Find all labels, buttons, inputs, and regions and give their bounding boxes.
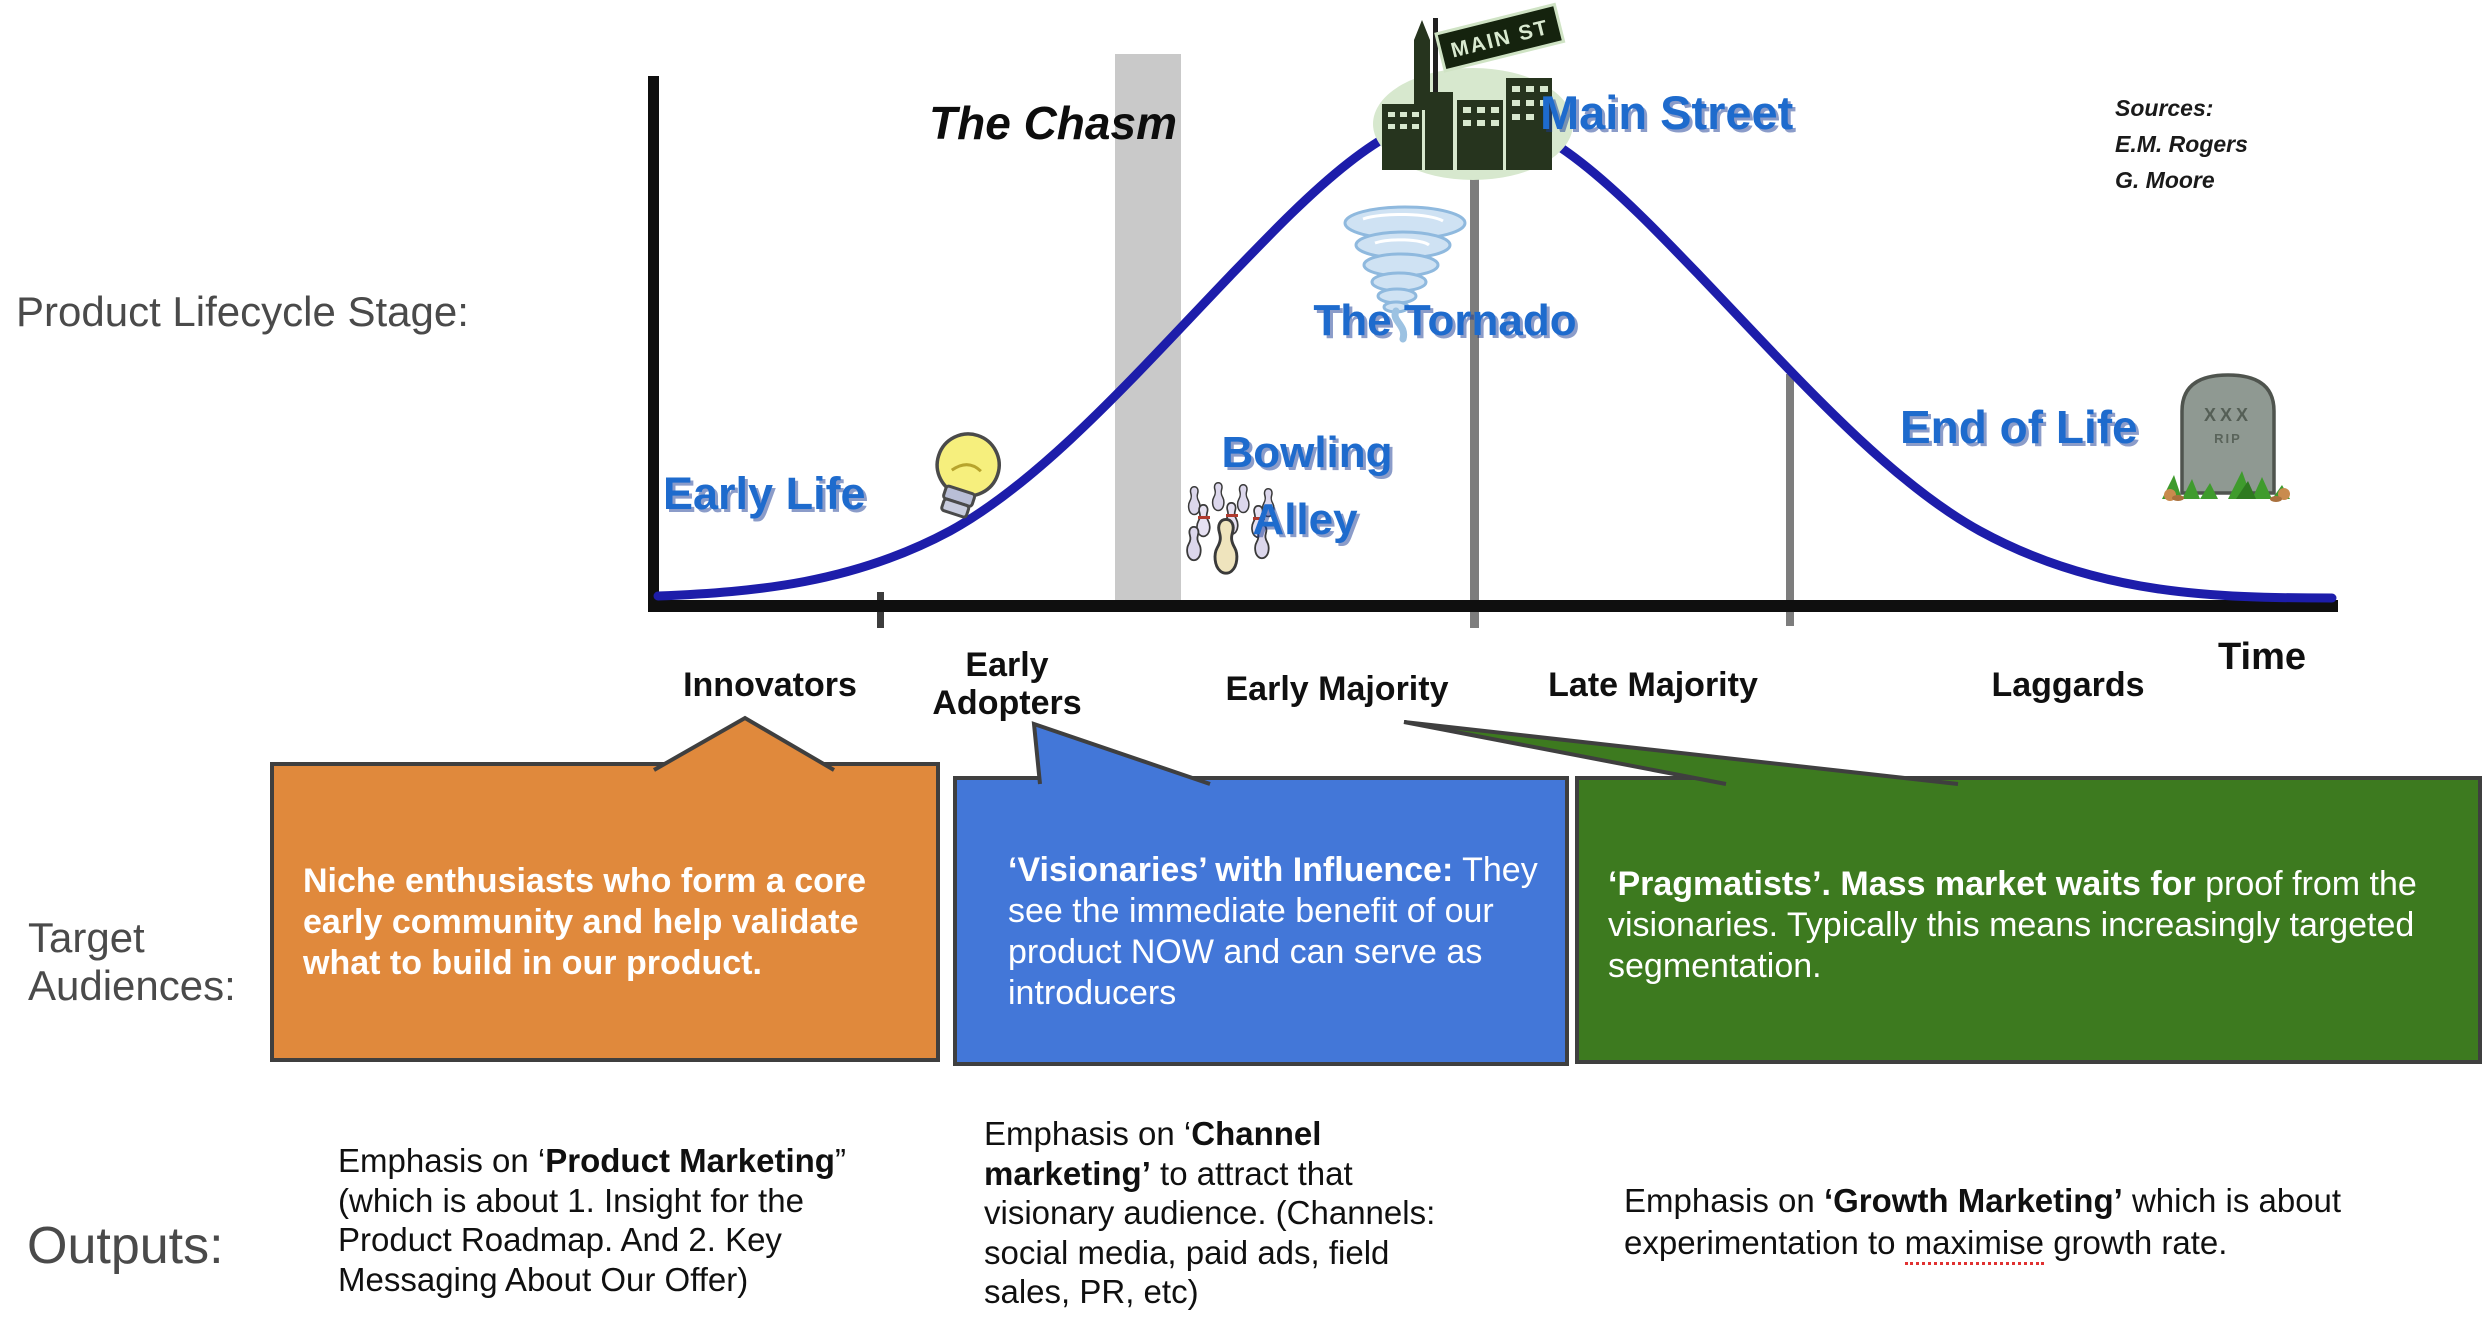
output-channel-pre: Emphasis on ‘ [984,1115,1192,1152]
tornado-icon [1343,205,1467,343]
x-label-time: Time [2217,636,2307,678]
output-channel-marketing: Emphasis on ‘Channel marketing’ to attra… [984,1114,1459,1312]
x-label-laggards: Laggards [1991,666,2145,704]
mainstream-callout-box [1575,776,2482,1064]
output-channel-post: to attract that visionary audience. (Cha… [984,1154,1436,1311]
target-audiences-label: Target Audiences: [28,914,236,1010]
mainstream-callout-text-bold: ‘Pragmatists’. Mass market waits for [1608,865,2196,903]
y-axis [648,76,659,612]
x-label-early-adopters-line1: Early [965,646,1049,684]
peak-divider-line [1470,150,1479,628]
sources-line3: G. Moore [2115,167,2215,193]
mainstream-callout-text: ‘Pragmatists’. Mass market waits for pro… [1608,864,2460,987]
x-label-early-adopters: Early Adopters [932,646,1081,722]
output-growth-mid: which is about experimentation to [1624,1182,2342,1261]
chasm-band [1115,54,1181,602]
chasm-label: The Chasm [929,97,1177,149]
output-product-marketing: Emphasis on ‘Product Marketing” (which i… [338,1141,913,1299]
target-audiences-label-line1: Target [28,914,145,961]
output-product-pre: Emphasis on ‘ [338,1142,546,1179]
target-audiences-label-line2: Audiences: [28,962,236,1009]
innovators-callout-tail [654,718,834,770]
early-life-label: Early Life [663,468,866,519]
output-growth-marketing: Emphasis on ‘Growth Marketing’ which is … [1624,1180,2454,1265]
output-growth-post: growth rate. [2044,1224,2228,1261]
adoption-bell-curve [653,107,2337,603]
sources-line1: Sources: [2115,95,2214,121]
tombstone-icon: XXX RIP [2162,373,2290,502]
early-adopters-callout-text: ‘Visionaries’ with Influence: They see t… [1008,850,1556,1014]
x-label-late-majority: Late Majority [1548,666,1758,704]
end-of-life-label: End of Life [1900,401,2138,453]
output-product-bold: Product Marketing [545,1142,835,1179]
lightbulb-icon [935,432,1001,519]
early-adopters-callout-text-bold: ‘Visionaries’ with Influence: [1008,851,1454,889]
bowling-alley-label-line2: Alley [1252,495,1358,544]
tombstone-text-xxx: XXX [2204,405,2252,425]
x-label-early-majority: Early Majority [1225,670,1449,708]
laggards-divider-line [1786,374,1794,626]
main-street-label: Main Street [1540,86,1794,139]
innovators-callout-text: Niche enthusiasts who form a core early … [303,862,867,982]
output-growth-underlined-word: maximise [1904,1224,2045,1265]
mainstream-callout-text-rest: proof from the visionaries. Typically th… [1608,865,2417,985]
tornado-label: The Tornado [1313,296,1577,345]
outputs-label: Outputs: [27,1217,224,1275]
lifecycle-stage-label: Product Lifecycle Stage: [16,288,469,335]
x-label-early-adopters-line2: Adopters [932,684,1082,722]
output-growth-pre: Emphasis on [1624,1182,1824,1219]
x-label-innovators: Innovators [683,666,857,704]
early-adopters-callout-text-rest: They see the immediate benefit of our pr… [1008,851,1538,1012]
sources-line2: E.M. Rogers [2115,131,2248,157]
tombstone-text-rip: RIP [2214,431,2242,446]
sources-note: Sources: E.M. Rogers G. Moore [2115,90,2248,198]
output-channel-bold: Channel marketing’ [984,1115,1322,1192]
main-street-buildings-icon: MAIN ST [1373,2,1573,180]
output-growth-bold: ‘Growth Marketing’ [1823,1182,2123,1219]
bowling-alley-label-line1: Bowling [1221,428,1393,477]
bowling-pins-icon [1186,482,1275,575]
innovators-callout-box [270,762,940,1062]
x-axis [648,600,2338,612]
output-product-post: ” (which is about 1. Insight for the Pro… [338,1142,846,1298]
early-adopters-callout-box [953,776,1569,1066]
